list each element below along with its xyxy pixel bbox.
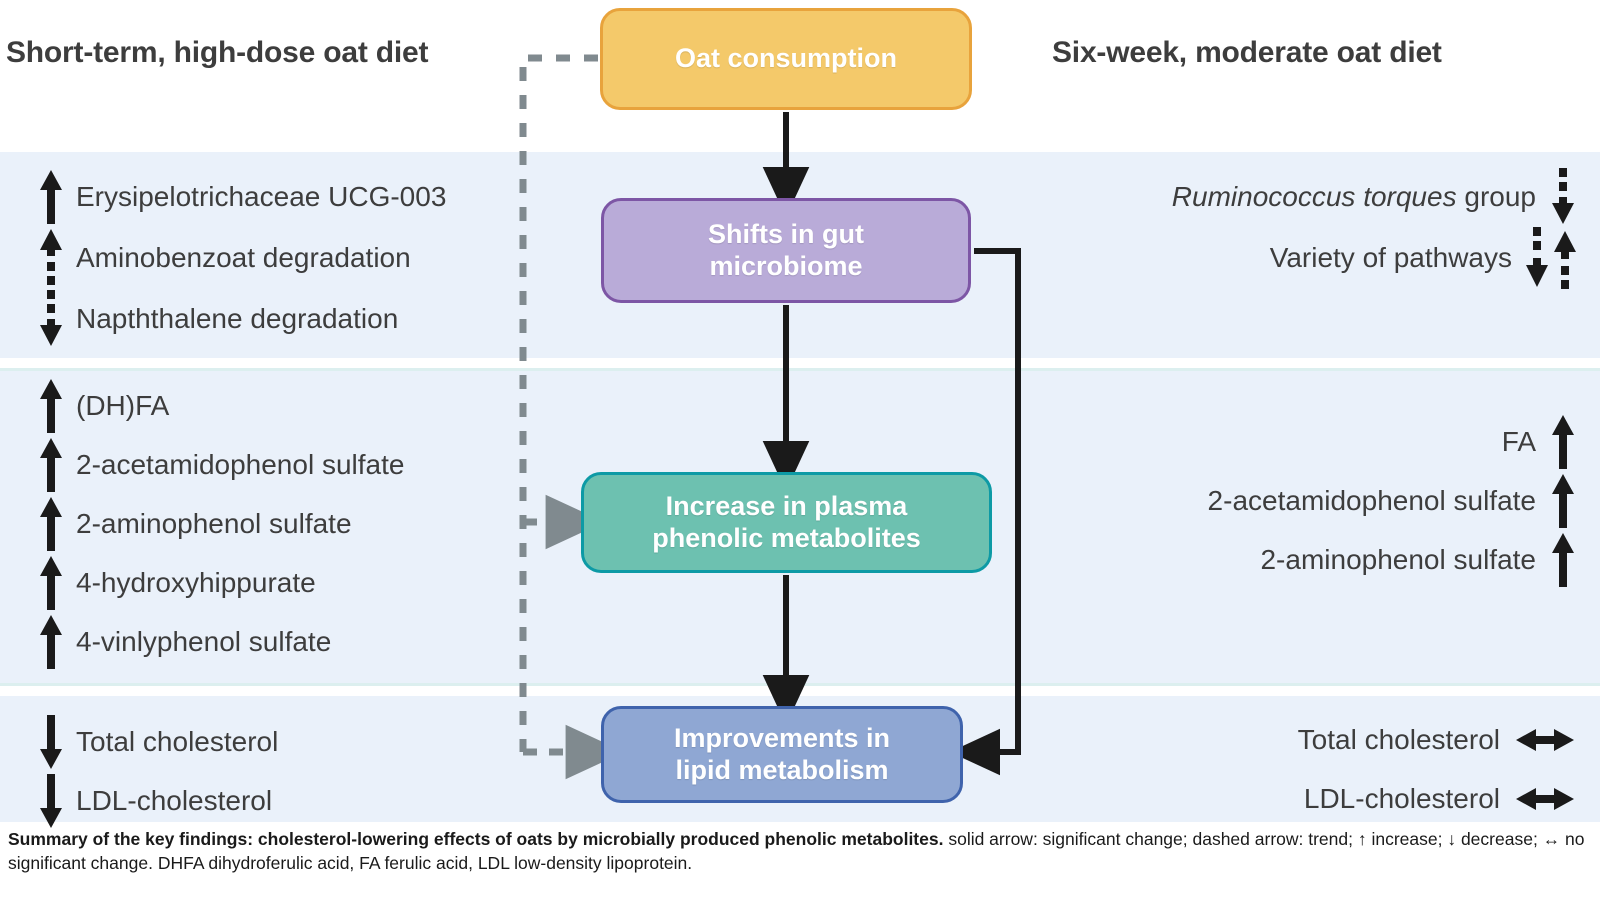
list-item-label: 2-aminophenol sulfate bbox=[76, 507, 352, 539]
list-item-label: 4-vinlyphenol sulfate bbox=[76, 625, 332, 657]
list-item-label: Total cholesterol bbox=[76, 725, 279, 757]
list-item: (DH)FA bbox=[38, 376, 404, 435]
arrow-double-horizontal-icon bbox=[1514, 725, 1576, 755]
species-suffix: group bbox=[1456, 180, 1536, 212]
arrow-solid-down-icon bbox=[38, 772, 64, 830]
list-item-label: Total cholesterol bbox=[1297, 723, 1500, 755]
arrow-solid-up-icon bbox=[38, 168, 64, 226]
arrow-solid-up-icon bbox=[38, 436, 64, 494]
list-item-label: (DH)FA bbox=[76, 389, 170, 421]
list-item-label: 2-acetamidophenol sulfate bbox=[76, 448, 405, 480]
list-right-lipids: Total cholesterol LDL-cholesterol bbox=[1298, 710, 1576, 828]
arrow-dashed-down-icon bbox=[1550, 166, 1576, 228]
node-oat-consumption[interactable]: Oat consumption bbox=[600, 8, 972, 110]
list-item: 2-acetamidophenol sulfate bbox=[38, 435, 404, 494]
list-item: LDL-cholesterol bbox=[1298, 769, 1576, 828]
species-name: Ruminococcus torques bbox=[1171, 180, 1457, 212]
list-item: Total cholesterol bbox=[38, 712, 278, 771]
list-right-metabolites: FA 2-acetamidophenol sulfate 2-aminophen… bbox=[1208, 412, 1576, 589]
arrow-solid-up-icon bbox=[38, 554, 64, 612]
list-item: LDL-cholesterol bbox=[38, 771, 278, 830]
list-item-label: FA bbox=[1501, 425, 1536, 457]
arrow-dashed-up-icon bbox=[38, 227, 64, 289]
list-item-label: Variety of pathways bbox=[1269, 241, 1512, 273]
list-item-label: 2-acetamidophenol sulfate bbox=[1207, 484, 1536, 516]
arrow-solid-up-icon bbox=[1550, 531, 1576, 589]
list-item-label: Erysipelotrichaceae UCG-003 bbox=[76, 180, 447, 212]
list-item-label: LDL-cholesterol bbox=[76, 784, 273, 816]
list-item: FA bbox=[1208, 412, 1576, 471]
list-item-label: LDL-cholesterol bbox=[1303, 782, 1500, 814]
list-item: 4-hydroxyhippurate bbox=[38, 553, 404, 612]
list-item: 2-aminophenol sulfate bbox=[1208, 530, 1576, 589]
list-item: 2-acetamidophenol sulfate bbox=[1208, 471, 1576, 530]
arrow-double-horizontal-icon bbox=[1514, 784, 1576, 814]
list-item: Variety of pathways bbox=[1172, 225, 1576, 291]
list-item: Total cholesterol bbox=[1298, 710, 1576, 769]
list-item-label: Ruminococcus torques group bbox=[1172, 181, 1536, 213]
list-item: Ruminococcus torques group bbox=[1172, 166, 1576, 227]
dashed-trunk-oat bbox=[519, 54, 598, 752]
list-item: 4-vinlyphenol sulfate bbox=[38, 612, 404, 671]
arrow-solid-down-icon bbox=[38, 713, 64, 771]
column-heading-right: Six-week, moderate oat diet bbox=[1052, 36, 1442, 69]
arrow-solid-up-icon bbox=[1550, 472, 1576, 530]
list-item: Erysipelotrichaceae UCG-003 bbox=[38, 166, 446, 227]
list-item: Aminobenzoat degradation bbox=[38, 227, 446, 288]
list-item-label: 2-aminophenol sulfate bbox=[1260, 543, 1536, 575]
list-left-microbiome: Erysipelotrichaceae UCG-003 Aminobenzoat… bbox=[38, 166, 446, 349]
arrow-solid-up-icon bbox=[38, 377, 64, 435]
arrow-solid-up-icon bbox=[38, 613, 64, 671]
list-right-microbiome: Ruminococcus torques group Variety of pa… bbox=[1172, 166, 1576, 291]
arrow-solid-up-icon bbox=[38, 495, 64, 553]
caption-lead: Summary of the key findings: cholesterol… bbox=[8, 829, 944, 849]
arrow-microbiome-to-lipid-elbow bbox=[949, 248, 1021, 776]
arrow-dashed-down-and-up-icon bbox=[1526, 225, 1576, 291]
list-item-label: Aminobenzoat degradation bbox=[76, 241, 411, 273]
arrow-solid-up-icon bbox=[1550, 413, 1576, 471]
list-item-label: Napththalene degradation bbox=[76, 302, 399, 334]
caption-rest: solid arrow: significant change; dashed … bbox=[8, 829, 1585, 874]
figure-caption: Summary of the key findings: cholesterol… bbox=[8, 827, 1596, 875]
column-heading-left: Short-term, high-dose oat diet bbox=[6, 36, 429, 69]
list-item: 2-aminophenol sulfate bbox=[38, 494, 404, 553]
arrow-dashed-down-icon bbox=[38, 288, 64, 350]
list-left-metabolites: (DH)FA 2-acetamidophenol sulfate 2-amino… bbox=[38, 376, 404, 671]
list-left-lipids: Total cholesterol LDL-cholesterol bbox=[38, 712, 278, 830]
list-item-label: 4-hydroxyhippurate bbox=[76, 566, 316, 598]
list-item: Napththalene degradation bbox=[38, 288, 446, 349]
